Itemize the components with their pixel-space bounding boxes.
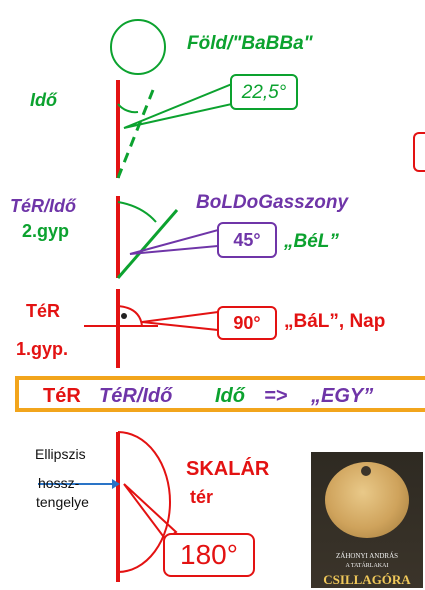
skalar-subtitle: tér — [190, 487, 214, 507]
banner-terido: TéR/Idő — [99, 385, 173, 407]
skalar-title: SKALÁR — [186, 458, 270, 480]
ellipse-axis-label-2: hossz- — [38, 475, 80, 491]
cropped-red-box-edge — [413, 132, 425, 172]
ter-angle-arc — [117, 305, 143, 327]
book-cover-image: ZÁHONYI ANDRÁS A TATÁRLAKAI CSILLAGÓRA — [311, 452, 423, 588]
ter-label: TéR — [26, 301, 61, 321]
fold-label: Föld/"BaBBa" — [187, 33, 313, 54]
banner-ter: TéR — [43, 385, 81, 407]
ter-angle-dot — [121, 313, 127, 319]
ter-callout-pointer — [141, 310, 219, 332]
ellipse-axis-arrowhead — [112, 479, 120, 489]
ter-gyp-label: 1.gyp. — [16, 339, 69, 359]
terido-label: TéR/Idő — [10, 196, 76, 216]
terido-angle-arc — [117, 201, 157, 223]
ter-name: „BáL”, Nap — [284, 311, 386, 332]
summary-banner: TéR TéR/Idő Idő => „EGY” — [15, 376, 425, 412]
ellipse-axis-label-1: Ellipszis — [35, 446, 86, 462]
banner-egy: „EGY” — [311, 385, 374, 407]
ido-callout-pointer — [123, 82, 233, 129]
terido-callout-pointer — [129, 228, 219, 255]
tablet-hole — [361, 466, 371, 476]
terido-name: „BéL” — [284, 231, 339, 252]
book-title: CSILLAGÓRA — [323, 572, 411, 587]
ido-angle-arc — [117, 103, 139, 114]
book-author: ZÁHONYI ANDRÁS — [335, 552, 399, 560]
terido-angle-box: 45° — [217, 222, 277, 258]
ido-dashed-line — [116, 89, 155, 179]
ter-angle-box: 90° — [217, 306, 277, 340]
terido-diagonal-line — [116, 209, 179, 279]
skalar-angle-box: 180° — [163, 533, 255, 577]
earth-circle — [110, 19, 166, 75]
terido-gyp-label: 2.gyp — [22, 221, 70, 241]
ellipse-axis-label-3: tengelye — [36, 494, 89, 510]
clay-tablet-image — [325, 462, 409, 538]
ido-angle-box: 22,5° — [230, 74, 298, 110]
book-subtitle: A TATÁRLAKAI — [345, 563, 389, 569]
banner-ido: Idő — [215, 385, 245, 407]
banner-arrow: => — [264, 385, 288, 407]
ido-label: Idő — [30, 90, 57, 110]
terido-caption: BoLDoGasszony — [196, 192, 349, 213]
skalar-half-ellipse — [117, 431, 171, 573]
skalar-callout-pointer — [123, 483, 178, 542]
